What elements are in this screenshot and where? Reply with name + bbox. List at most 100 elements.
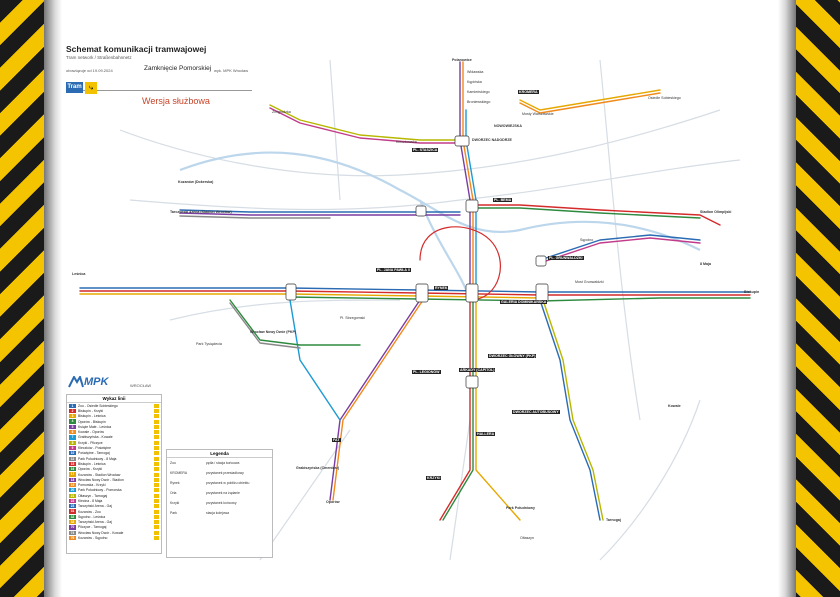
stop-8-maja: 8 Maja	[700, 262, 711, 266]
line-route: Tarczyński Arena - Gaj	[78, 504, 112, 509]
valid-from: obowiązuje od 19.09.2024	[66, 68, 113, 73]
stop-dworzec-nadodrze: DWORZEC NADODRZE	[472, 138, 512, 142]
stop-fat: FAT	[332, 438, 341, 442]
line-number-badge: 4	[69, 419, 76, 424]
line-number-badge: 33	[69, 520, 76, 525]
stop-kowale: Kowale	[668, 404, 681, 408]
tram-type-icon	[154, 525, 159, 530]
legend-value: przystanek w pobliżu obiektu	[206, 481, 250, 485]
tram-type-icon	[154, 536, 159, 541]
mpk-logo: MPK	[84, 376, 109, 388]
legend-value: przystanek przesiadkowy	[206, 471, 244, 475]
version-note: Wersja służbowa	[142, 96, 210, 106]
stop-sepolno: Sępolno	[580, 238, 594, 242]
tram-type-icon	[154, 467, 159, 472]
line-number-badge: 18	[69, 477, 76, 482]
tram-icon: ⤷	[85, 82, 97, 94]
map-title: Schemat komunikacji tramwajowej	[66, 44, 207, 54]
tram-type-icon	[154, 483, 159, 488]
stop-kromera: KROMERA	[518, 90, 539, 94]
line-route: Kleczków - Poświętne	[78, 446, 111, 451]
line-number-badge: 21	[69, 493, 76, 498]
tram-type-icon	[154, 440, 159, 445]
tram-type-icon	[154, 461, 159, 466]
legend-value: przystanek na żądanie	[206, 491, 240, 495]
line-route: Wrocław Nowy Dwór - Stadion	[78, 477, 124, 482]
line-route: Kozanów - Sępolno	[78, 536, 108, 541]
tram-type-icon	[154, 472, 159, 477]
map-header: Schemat komunikacji tramwajowej Tram net…	[66, 44, 252, 91]
line-number-badge: 76	[69, 535, 76, 541]
line-route: Zoo - Osiedle Sobieskiego	[78, 403, 118, 408]
stop-dworzec-glowny: DWORZEC GŁÓWNY (PKP)	[488, 354, 537, 358]
line-number-badge: 74	[69, 530, 76, 535]
tram-type-icon	[154, 520, 159, 525]
line-route: Park Południowy - 8 Maja	[78, 456, 117, 461]
map-subtitle: Tram network / Straßenbahnnetz	[66, 55, 132, 60]
legend-key: Rynek	[170, 481, 180, 485]
legend-key: KROMERA	[170, 471, 188, 475]
stop-osiedle-sobieskiego: Osiedle Sobieskiego	[648, 96, 681, 100]
line-number-badge: 70	[69, 525, 76, 530]
line-number-badge: 2	[69, 408, 76, 414]
line-route: Kozanów - Zoo	[78, 509, 101, 514]
line-number-badge: 10	[69, 451, 76, 456]
tram-mode-badge: Tram	[66, 82, 83, 93]
line-number-badge: 17	[69, 472, 76, 477]
line-number-badge: 20	[69, 488, 76, 493]
stop-pl-jana-pawla: PL. JANA PAWŁA II	[376, 268, 411, 272]
line-number-badge: 1	[69, 403, 76, 408]
stop-grabiszynska: Grabiszyńska (Cmentarz)	[296, 466, 340, 470]
line-route: Grabiszyńska - Kowale	[78, 435, 113, 440]
stop-tarnogaj: Tarnogaj	[606, 518, 621, 522]
line-number-badge: 7	[69, 435, 76, 440]
tram-type-icon	[154, 456, 159, 461]
legend-value: pętla / stacja końcowa	[206, 461, 240, 465]
stop-park-poludniowy: Park Południowy	[506, 506, 535, 510]
tram-type-icon	[154, 493, 159, 498]
stop-oltaszyn: Ołtaszyn	[520, 536, 534, 540]
stop-arkady: ARKADY (CAPITOL)	[459, 368, 496, 372]
tram-type-icon	[154, 477, 159, 482]
stop-dworzec-autobusowy: DWORZEC AUTOBUSOWY	[512, 410, 560, 414]
legend-key: Orla	[170, 491, 177, 495]
line-route: Krzyki - Pilczyce	[78, 440, 103, 445]
tram-type-icon	[154, 414, 159, 419]
line-route: Sępolno - Leśnica	[78, 514, 106, 519]
stop-pl-staszica: PL. STASZICA	[412, 148, 439, 152]
stop-stadion-olimpijski: Stadion Olimpijski	[700, 210, 732, 214]
legend-row: KROMERA przystanek przesiadkowy	[167, 468, 272, 478]
stop-zmigrodzka: Żmigrodzka	[272, 110, 291, 114]
stop-hallera: HALLERA	[476, 432, 496, 436]
legend-key: Park	[170, 511, 177, 515]
stop-kamienskiego: Kamieńskiego	[467, 90, 490, 94]
stop-pl-bema: PL. BEMA	[493, 198, 513, 202]
tram-type-icon	[154, 530, 159, 535]
tram-lines	[79, 61, 751, 521]
stop-lesnica: Leśnica	[72, 272, 86, 276]
line-number-badge: 3	[69, 414, 76, 419]
line-number-badge: 32	[69, 514, 76, 519]
line-route: Kowale - Oporów	[78, 430, 105, 435]
tram-type-icon	[154, 509, 159, 514]
stop-tarczynski-arena: Tarczyński Arena (Stadion Wrocław)	[170, 210, 232, 214]
